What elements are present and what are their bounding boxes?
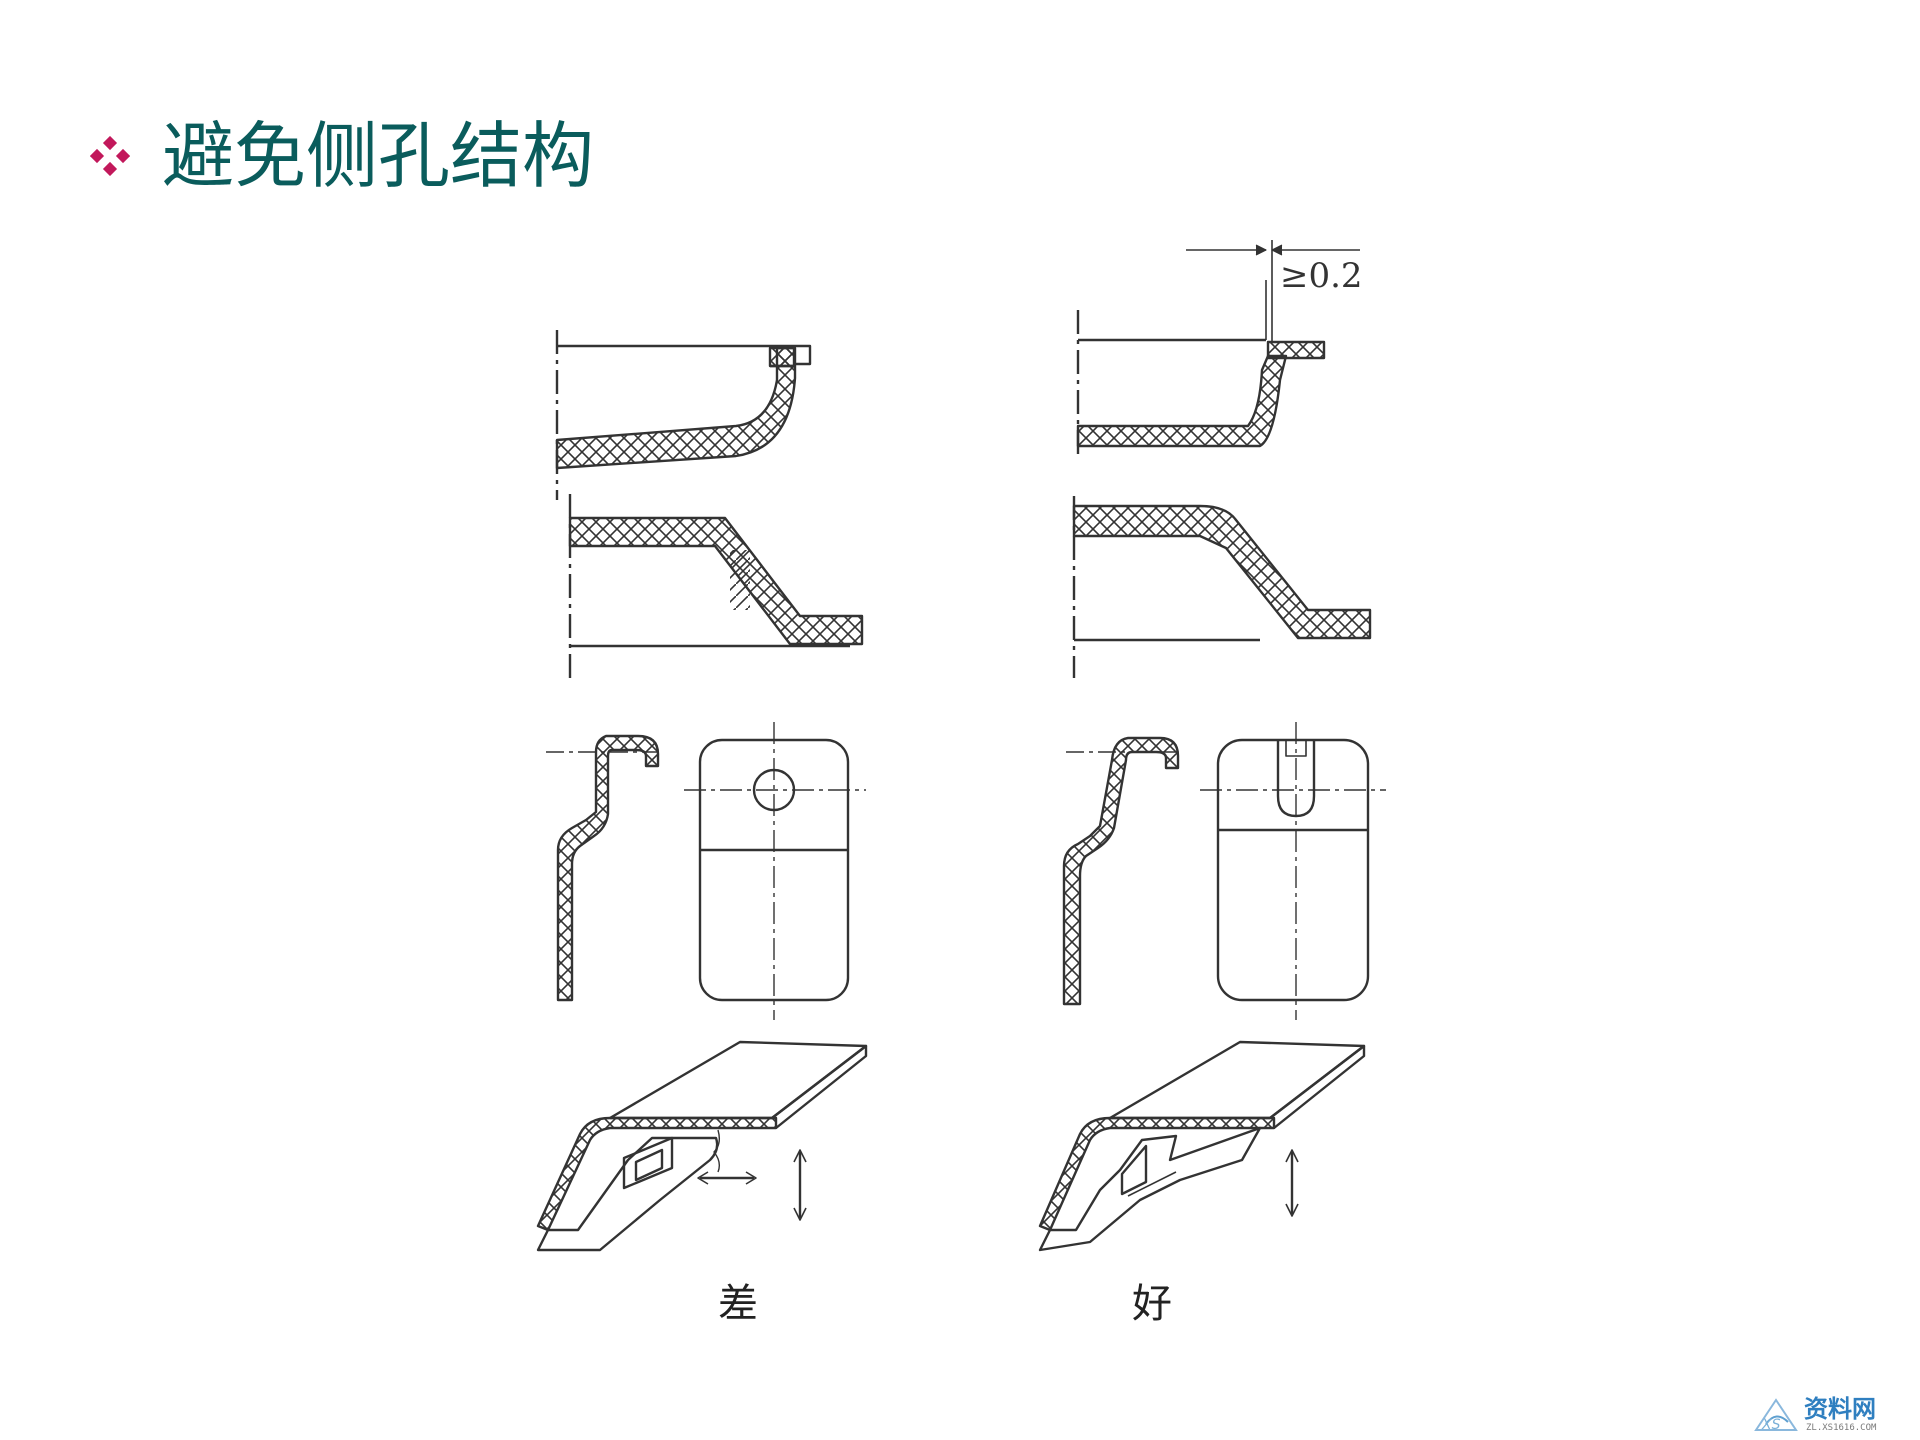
title-row: 避免侧孔结构 bbox=[88, 108, 594, 204]
bad-bracket-views bbox=[546, 722, 866, 1020]
diamond-bullet-icon bbox=[88, 134, 132, 178]
bad-isometric-part bbox=[536, 1040, 868, 1252]
slide-title: 避免侧孔结构 bbox=[162, 114, 595, 198]
caption-good: 好 bbox=[1132, 1281, 1172, 1327]
watermark-logo-icon: XS bbox=[1754, 1398, 1798, 1433]
good-isometric-part bbox=[1038, 1040, 1366, 1252]
bad-offset-section bbox=[568, 494, 864, 678]
clearance-dimension-label: ≥0.2 bbox=[1280, 256, 1363, 296]
side-hole-diagram: ≥0.2 差 好 bbox=[400, 200, 1520, 1360]
good-offset-section bbox=[1072, 496, 1372, 678]
watermark-text: 资料网 bbox=[1804, 1395, 1876, 1423]
good-flange-section bbox=[1076, 240, 1360, 456]
watermark-url: ZL.XS1616.COM bbox=[1806, 1423, 1877, 1433]
bad-flange-section bbox=[555, 330, 812, 500]
svg-text:XS: XS bbox=[1761, 1417, 1781, 1433]
watermark: XS 资料网 ZL.XS1616.COM bbox=[1752, 1396, 1912, 1436]
good-bracket-views bbox=[1062, 722, 1386, 1020]
caption-bad: 差 bbox=[718, 1281, 758, 1327]
